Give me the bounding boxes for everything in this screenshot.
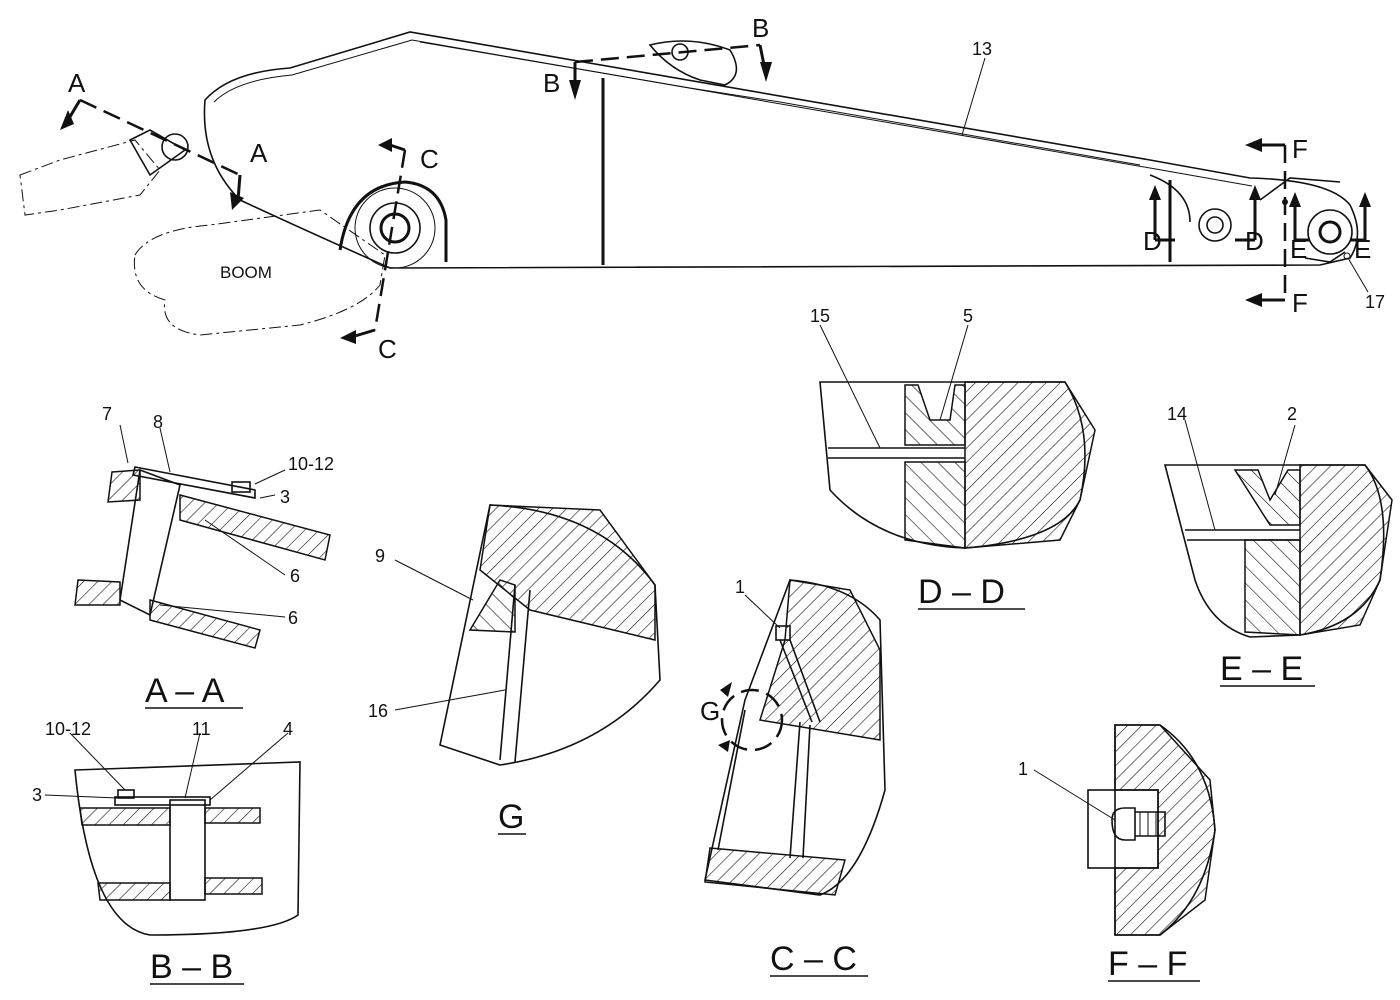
aa-label-3: 3 bbox=[280, 487, 290, 507]
cut-marker-d-left: D bbox=[1143, 226, 1162, 256]
section-cc: 1 G C – C bbox=[700, 577, 886, 978]
aa-label-6b: 6 bbox=[288, 608, 298, 628]
g-title: G bbox=[498, 798, 524, 836]
cc-label-1: 1 bbox=[735, 577, 745, 597]
arm-outline bbox=[203, 31, 1359, 269]
bb-label-4: 4 bbox=[283, 719, 293, 739]
boom-label: BOOM bbox=[220, 263, 272, 282]
cut-marker-e-left: E bbox=[1290, 234, 1307, 264]
cut-marker-b-left: B bbox=[543, 68, 560, 98]
section-ee: 14 2 E – E bbox=[1163, 404, 1393, 688]
bb-label-10-12: 10-12 bbox=[45, 719, 91, 739]
cut-marker-a-left: A bbox=[68, 68, 86, 98]
section-dd: 15 5 D – D bbox=[810, 306, 1096, 611]
cut-marker-c-top: C bbox=[420, 144, 439, 174]
bb-label-11: 11 bbox=[192, 719, 211, 739]
aa-label-6a: 6 bbox=[290, 566, 300, 586]
aa-label-7: 7 bbox=[102, 404, 112, 424]
dd-label-15: 15 bbox=[810, 306, 830, 326]
main-arm-view: BOOM 13 17 A A B B C C D D E E F F bbox=[19, 13, 1385, 364]
callout-17: 17 bbox=[1365, 292, 1385, 312]
dd-label-5: 5 bbox=[963, 306, 973, 326]
cut-marker-b-right: B bbox=[752, 13, 769, 43]
aa-label-8: 8 bbox=[153, 412, 163, 432]
ff-title: F – F bbox=[1108, 945, 1187, 983]
cc-title: C – C bbox=[770, 940, 857, 978]
ee-title: E – E bbox=[1220, 650, 1303, 688]
section-aa: 7 8 10-12 3 6 6 A – A bbox=[74, 404, 334, 710]
cut-marker-e-right: E bbox=[1354, 234, 1371, 264]
ee-label-2: 2 bbox=[1287, 404, 1297, 424]
boom-outline bbox=[133, 209, 386, 336]
cut-marker-d-right: D bbox=[1245, 226, 1264, 256]
cut-marker-f-bottom: F bbox=[1292, 288, 1308, 318]
bb-title: B – B bbox=[150, 948, 233, 986]
cc-detail-g: G bbox=[700, 696, 720, 726]
aa-title: A – A bbox=[145, 672, 225, 710]
dd-title: D – D bbox=[918, 573, 1005, 611]
section-g: 9 16 G bbox=[368, 504, 661, 836]
bb-label-3: 3 bbox=[32, 785, 42, 805]
ee-label-14: 14 bbox=[1167, 404, 1187, 424]
section-ff: 1 F – F bbox=[1018, 724, 1216, 983]
cut-marker-f-top: F bbox=[1292, 134, 1308, 164]
callout-13: 13 bbox=[972, 39, 992, 59]
aa-label-10-12: 10-12 bbox=[288, 454, 334, 474]
g-label-16: 16 bbox=[368, 701, 388, 721]
cut-marker-c-bottom: C bbox=[378, 334, 397, 364]
g-label-9: 9 bbox=[375, 546, 385, 566]
ff-label-1: 1 bbox=[1018, 759, 1028, 779]
section-bb: 10-12 11 4 3 B – B bbox=[32, 719, 301, 986]
cut-marker-a-right: A bbox=[250, 138, 268, 168]
